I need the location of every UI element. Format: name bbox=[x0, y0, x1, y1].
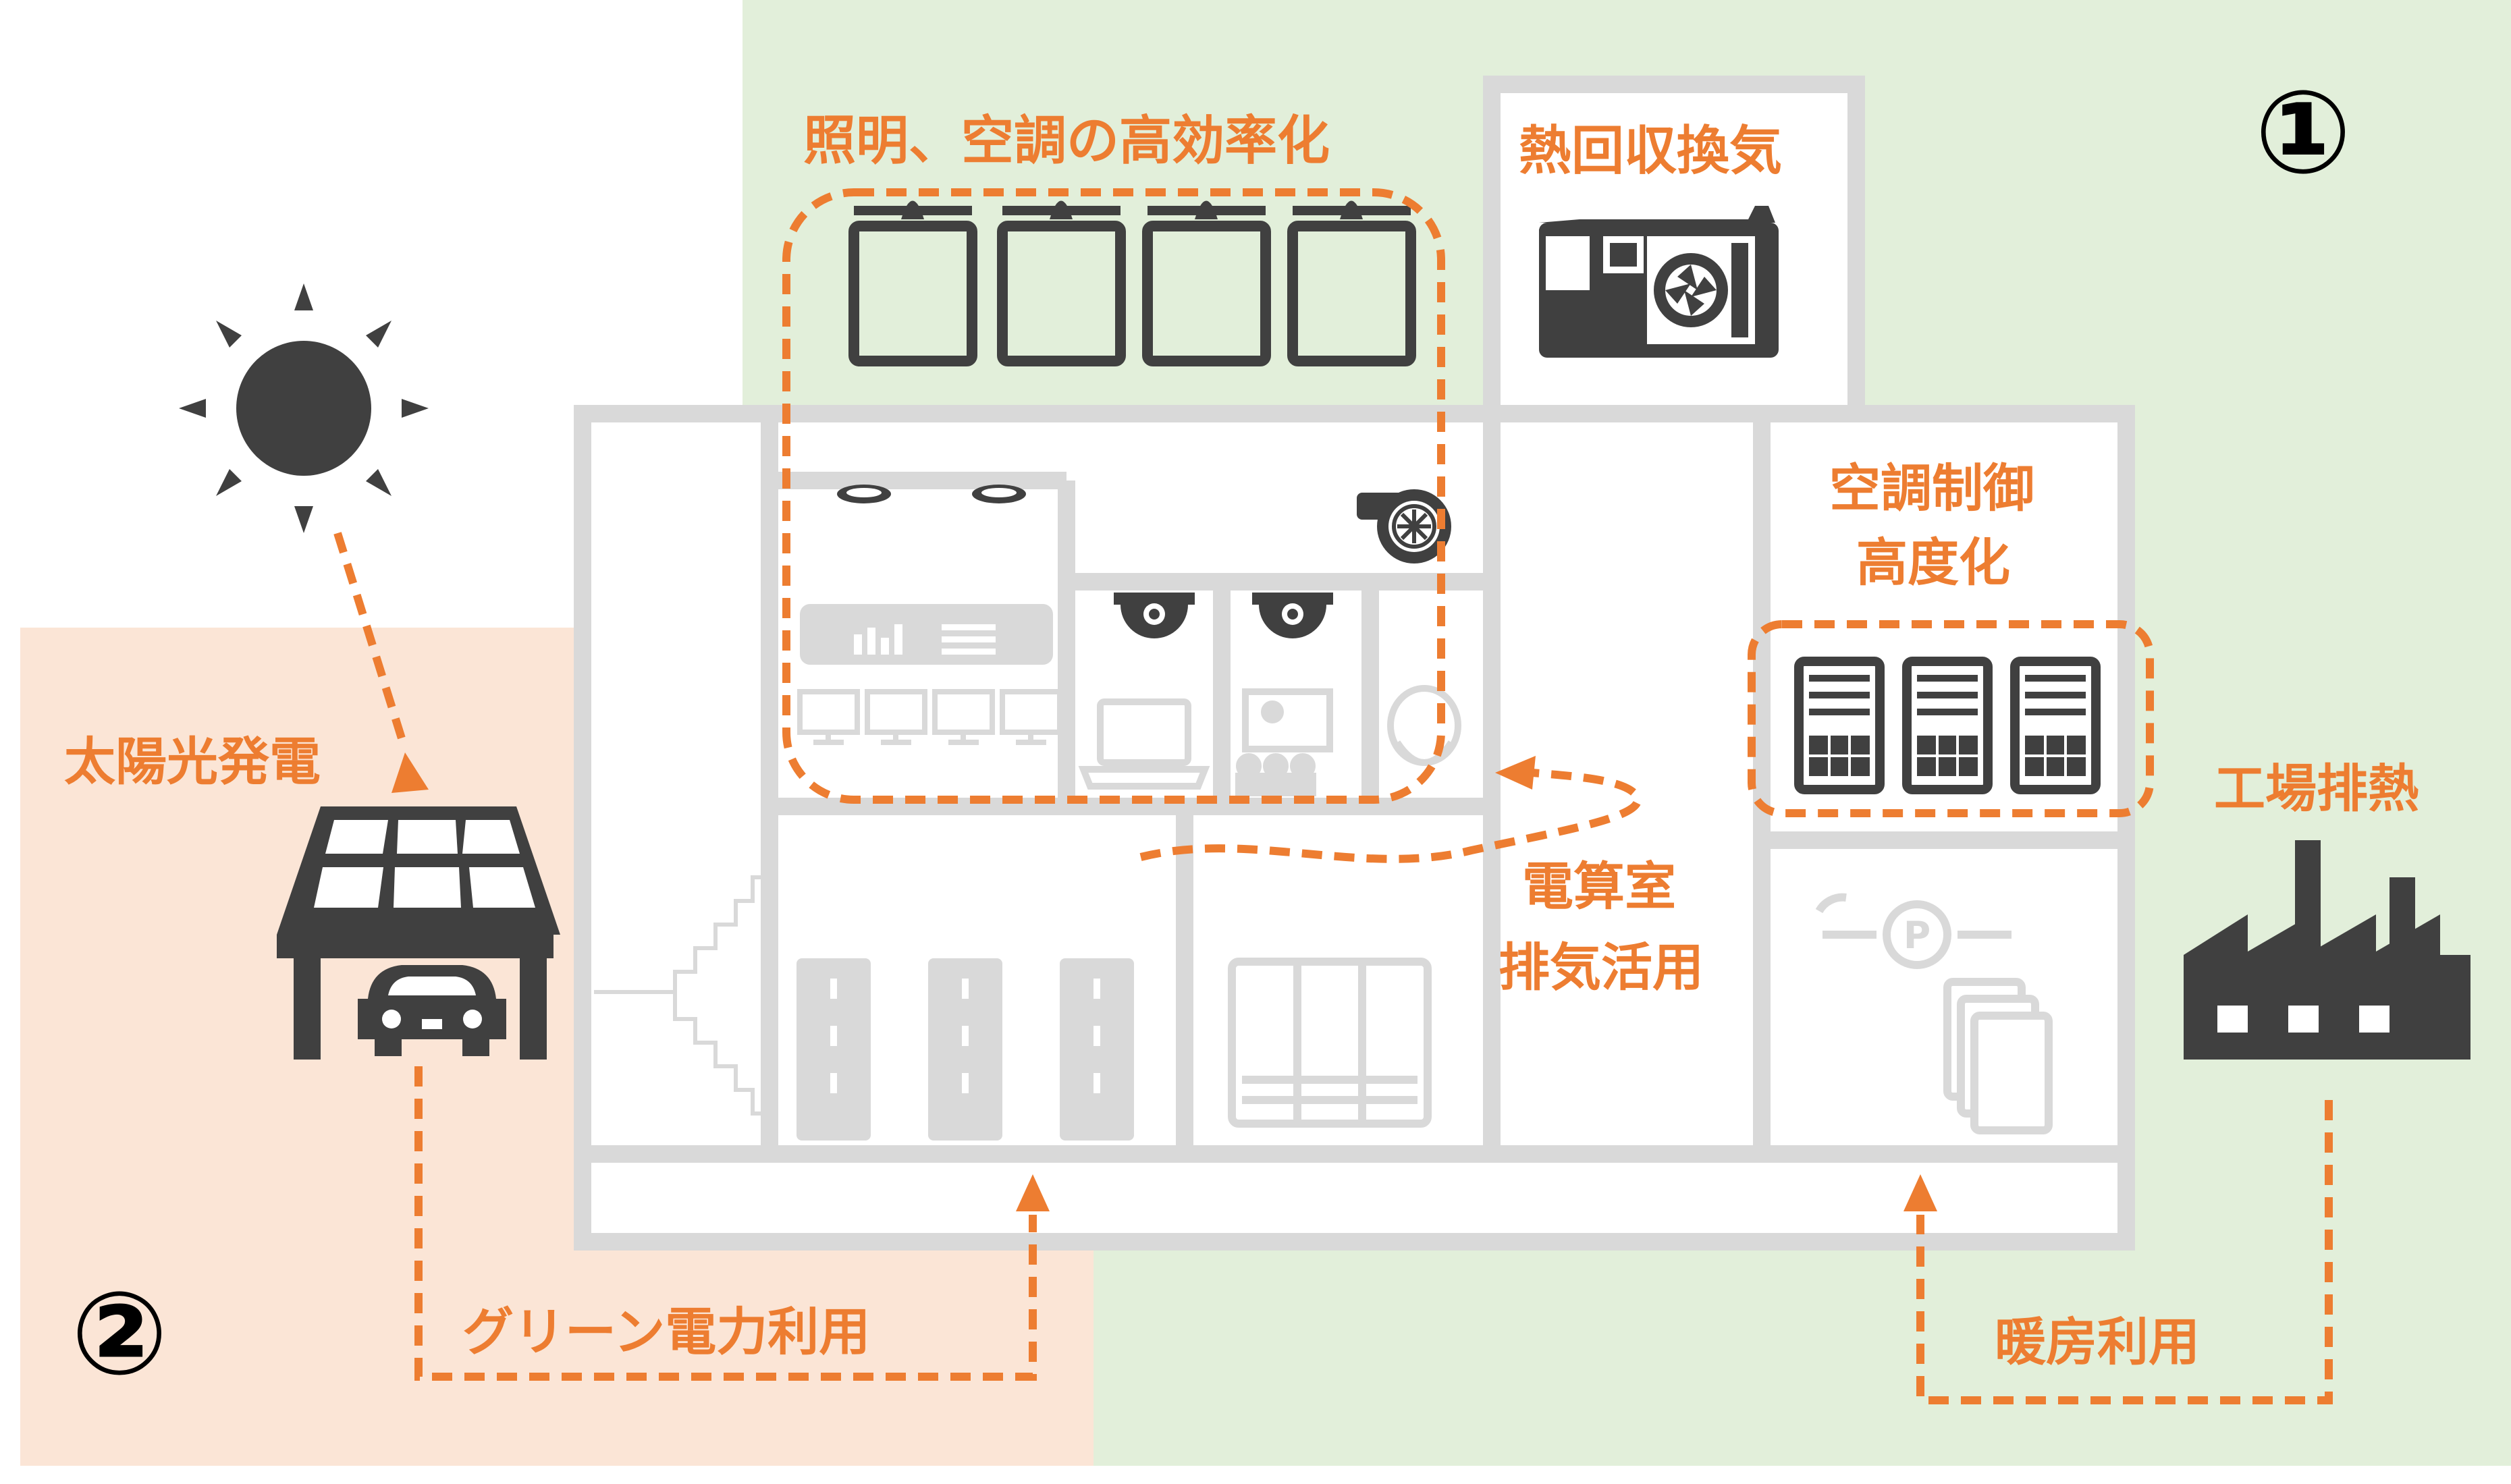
camera-icon bbox=[1114, 593, 1333, 638]
solar-panel-icon bbox=[277, 806, 560, 1060]
label-heating: 暖房利用 bbox=[1995, 1312, 2200, 1372]
marker-one: ① bbox=[2254, 66, 2352, 200]
storage-units bbox=[796, 958, 1134, 1141]
building-structure bbox=[574, 76, 2135, 1251]
ventilator-icon bbox=[1539, 206, 1779, 358]
svg-text:P: P bbox=[1904, 914, 1931, 957]
rooftop-units bbox=[848, 200, 1416, 366]
label-hvac-control-2: 高度化 bbox=[1856, 532, 2010, 593]
arrow-heads bbox=[392, 752, 1937, 1211]
dashed-arrows bbox=[333, 532, 2333, 1404]
stairs-icon bbox=[594, 875, 770, 994]
laptop-icon bbox=[1078, 698, 1210, 790]
toilet-icon bbox=[1387, 685, 1461, 766]
sun-icon bbox=[179, 283, 429, 533]
label-heat-recovery: 熱回収換気 bbox=[1519, 121, 1782, 182]
label-hvac-control-1: 空調制御 bbox=[1829, 458, 2034, 518]
fan-icon bbox=[1357, 489, 1451, 564]
label-solar: 太陽光発電 bbox=[64, 732, 321, 792]
server-cabinets-icon bbox=[1228, 958, 1432, 1128]
label-factory-heat: 工場排熱 bbox=[2214, 759, 2419, 819]
factory-icon bbox=[2184, 840, 2470, 1060]
label-green-power: グリーン電力利用 bbox=[462, 1302, 870, 1362]
building-roof-gap bbox=[591, 405, 1483, 422]
heat-pump-icon bbox=[1815, 893, 2053, 1134]
label-lighting-hvac: 照明、空調の高効率化 bbox=[803, 111, 1330, 171]
monitor-icons bbox=[797, 689, 1062, 745]
ceiling-light-icon bbox=[837, 485, 1026, 503]
marker-two: ② bbox=[71, 1267, 168, 1401]
server-rack-icon bbox=[1794, 657, 2101, 794]
dashed-outlines bbox=[782, 188, 2154, 817]
car-icon bbox=[358, 965, 506, 1056]
label-computer-room-1: 電算室 bbox=[1522, 856, 1676, 916]
presentation-icon bbox=[1235, 688, 1333, 796]
label-computer-room-2: 排気活用 bbox=[1498, 937, 1704, 997]
dashboard-screen-icon bbox=[800, 604, 1053, 665]
